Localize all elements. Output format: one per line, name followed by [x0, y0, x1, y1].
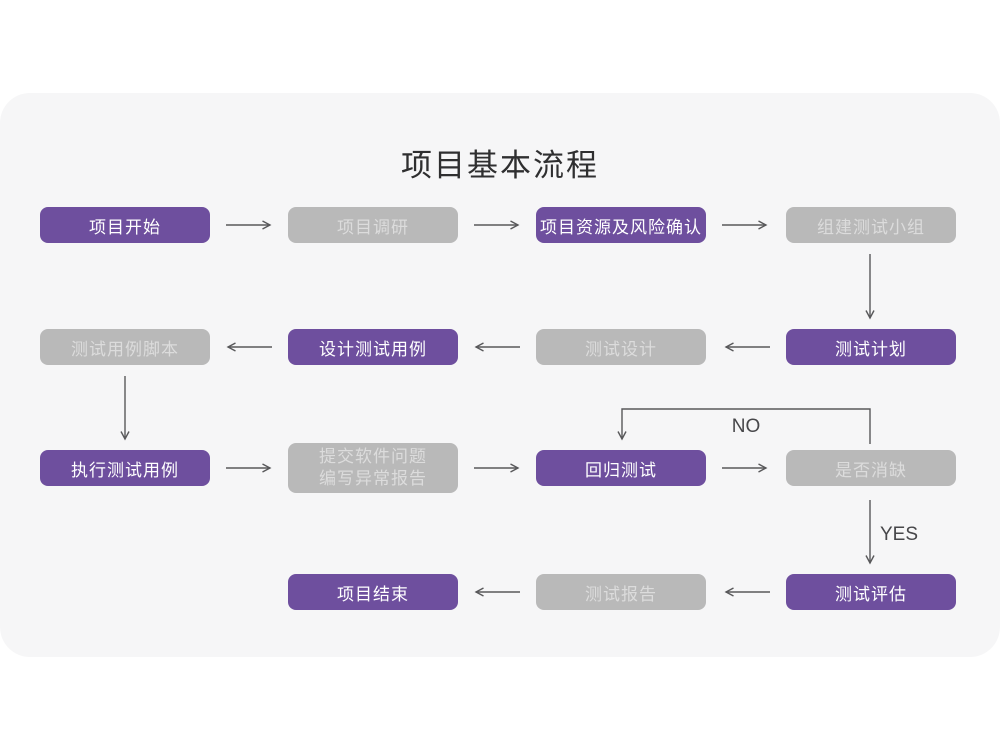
node-project-start: 项目开始 — [40, 207, 210, 243]
node-submit-issues-line1: 提交软件问题 — [319, 447, 427, 466]
node-build-test-team: 组建测试小组 — [786, 207, 956, 243]
node-project-research: 项目调研 — [288, 207, 458, 243]
node-submit-issues: 提交软件问题 编写异常报告 — [288, 443, 458, 493]
node-test-design: 测试设计 — [536, 329, 706, 365]
node-design-test-cases: 设计测试用例 — [288, 329, 458, 365]
node-submit-issues-line2: 编写异常报告 — [319, 469, 427, 488]
node-project-end: 项目结束 — [288, 574, 458, 610]
page-title: 项目基本流程 — [401, 148, 599, 183]
node-test-case-script: 测试用例脚本 — [40, 329, 210, 365]
node-test-evaluation: 测试评估 — [786, 574, 956, 610]
node-test-plan: 测试计划 — [786, 329, 956, 365]
node-execute-test-cases: 执行测试用例 — [40, 450, 210, 486]
node-project-resources: 项目资源及风险确认 — [536, 207, 706, 243]
flowchart-card — [0, 93, 1000, 657]
node-regression-test: 回归测试 — [536, 450, 706, 486]
node-test-report: 测试报告 — [536, 574, 706, 610]
node-defect-cleared: 是否消缺 — [786, 450, 956, 486]
